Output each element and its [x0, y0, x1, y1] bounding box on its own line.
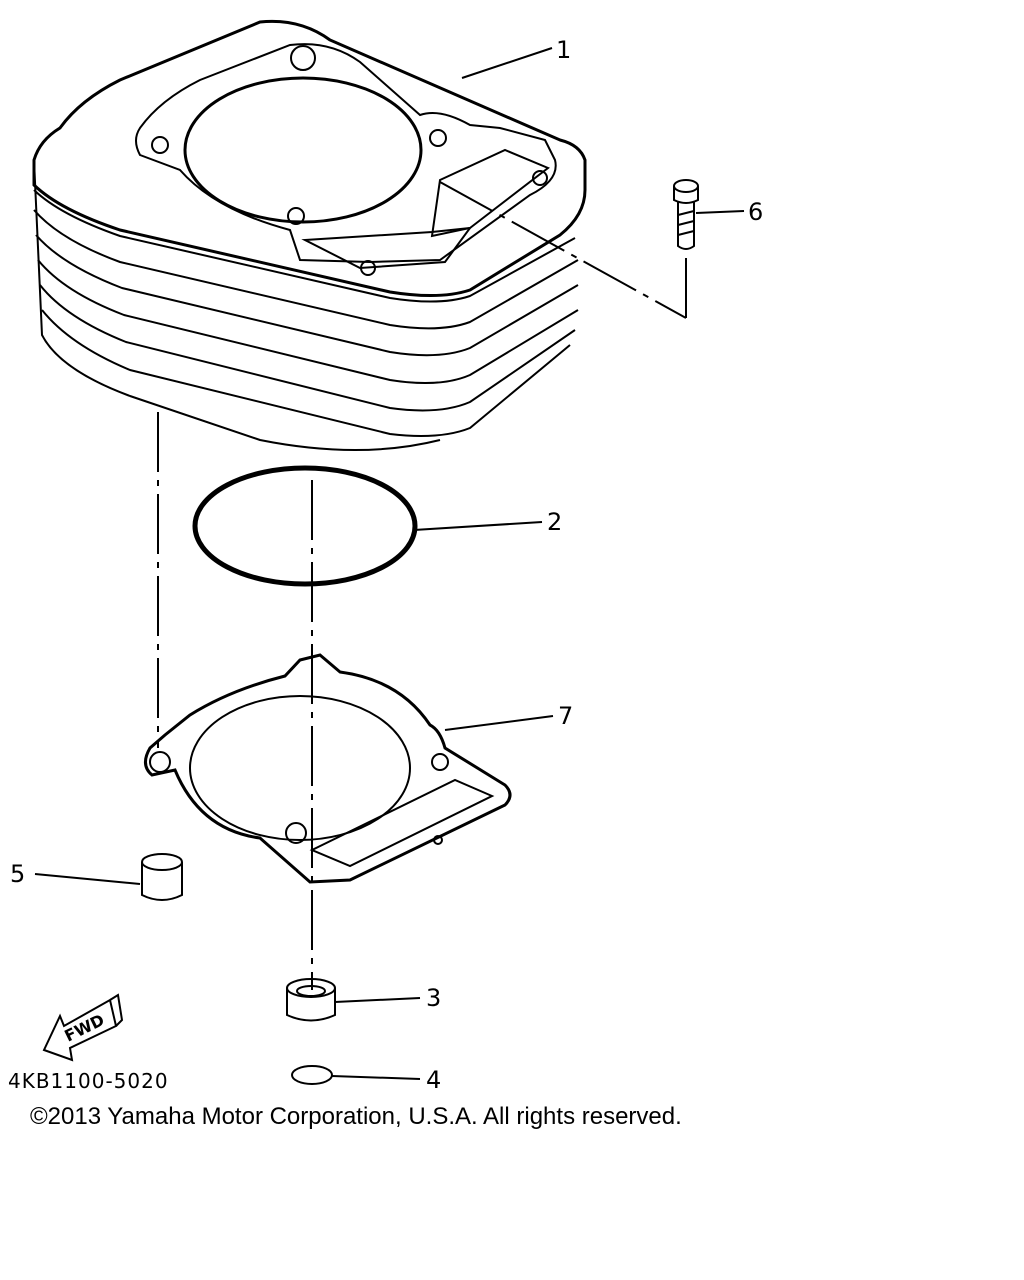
dowel-pin-left-part	[141, 853, 183, 901]
small-o-ring-part	[291, 1065, 333, 1085]
bolt-part	[673, 179, 699, 250]
cylinder-gasket-part	[144, 653, 512, 884]
forward-arrow-icon: FWD	[42, 993, 124, 1062]
callout-3: 3	[426, 984, 441, 1012]
cylinder-bolt-guide-line	[439, 181, 687, 319]
dowel-pin-center-part	[286, 978, 336, 1022]
callout-7: 7	[558, 702, 573, 730]
callout-4: 4	[426, 1066, 441, 1094]
diagram-code: 4KB1100-5020	[8, 1069, 169, 1093]
o-ring-part	[192, 465, 418, 587]
callout-5: 5	[10, 860, 25, 888]
callout-6: 6	[748, 198, 763, 226]
cylinder-part	[32, 19, 587, 451]
callout-1: 1	[556, 36, 571, 64]
copyright-notice: ©2013 Yamaha Motor Corporation, U.S.A. A…	[30, 1103, 682, 1130]
leader-lines	[34, 47, 745, 1080]
callout-2: 2	[547, 508, 562, 536]
